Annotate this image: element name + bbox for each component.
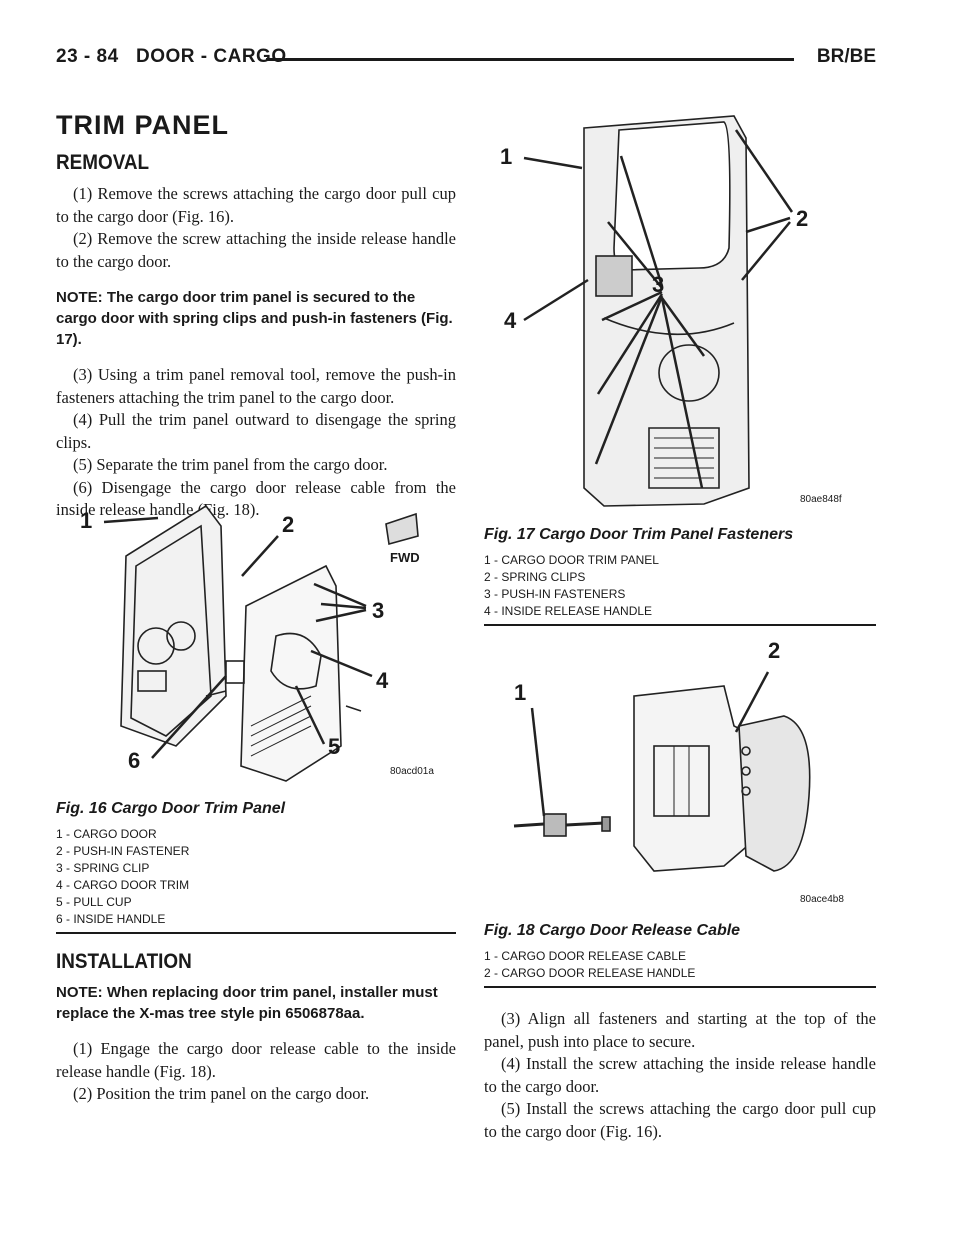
fig17-legend: 1 - CARGO DOOR TRIM PANEL 2 - SPRING CLI… [484,552,876,620]
legend-item: 1 - CARGO DOOR [56,827,157,841]
installation-continued: (3) Align all fasteners and starting at … [484,1008,876,1143]
legend-item: 2 - PUSH-IN FASTENER [56,844,190,858]
installation-note: NOTE: When replacing door trim panel, in… [56,984,438,1022]
fig16-callout-2: 2 [282,512,295,537]
fig18-caption: Fig. 18 Cargo Door Release Cable [484,922,741,939]
fig18-legend-block: Fig. 18 Cargo Door Release Cable 1 - CAR… [484,916,876,988]
installation-heading: INSTALLATION [56,950,192,973]
removal-step: (3) Using a trim panel removal tool, rem… [56,365,456,407]
installation-section: INSTALLATION NOTE: When replacing door t… [56,950,456,1106]
fig16-callout-4: 4 [376,668,389,693]
legend-item: 1 - CARGO DOOR TRIM PANEL [484,553,659,567]
fig17-legend-block: Fig. 17 Cargo Door Trim Panel Fasteners … [484,520,876,626]
fig17-callout-1: 1 [500,144,513,169]
removal-step: (2) Remove the screw attaching the insid… [56,229,456,271]
fig17-callout-2: 2 [796,206,809,231]
fwd-label: FWD [390,550,420,565]
installation-step: (2) Position the trim panel on the cargo… [73,1084,370,1103]
legend-item: 3 - PUSH-IN FASTENERS [484,587,626,601]
fig18-callout-2: 2 [768,638,781,663]
fig16-callout-1: 1 [80,508,93,533]
fig18-illustration: 1 2 80ace4b8 [484,636,876,908]
fig16-rule [56,932,456,934]
installation-step: (1) Engage the cargo door release cable … [56,1039,456,1081]
fig17-caption: Fig. 17 Cargo Door Trim Panel Fasteners [484,526,794,543]
fig16-legend: 1 - CARGO DOOR 2 - PUSH-IN FASTENER 3 - … [56,826,456,928]
fig16-callout-6: 6 [128,748,141,773]
page-title: TRIM PANEL [56,110,229,140]
fig18-legend: 1 - CARGO DOOR RELEASE CABLE 2 - CARGO D… [484,948,876,982]
fig17-callout-4: 4 [504,308,517,333]
removal-step: (1) Remove the screws attaching the carg… [56,184,456,226]
installation-step: (5) Install the screws attaching the car… [484,1099,876,1141]
page-number-section: 23 - 84 DOOR - CARGO [56,46,287,68]
legend-item: 4 - INSIDE RELEASE HANDLE [484,604,653,618]
fig16-caption: Fig. 16 Cargo Door Trim Panel [56,800,286,817]
cargo-door-trim-drawing [103,504,419,782]
removal-section: TRIM PANEL REMOVAL (1) Remove the screws… [56,110,456,522]
fig18-code: 80ace4b8 [800,894,844,905]
release-cable-drawing [513,671,811,872]
fig17-rule [484,624,876,626]
removal-note: NOTE: The cargo door trim panel is secur… [56,289,453,348]
legend-item: 2 - CARGO DOOR RELEASE HANDLE [484,966,696,980]
fig18-rule [484,986,876,988]
legend-item: 3 - SPRING CLIP [56,861,150,875]
legend-item: 1 - CARGO DOOR RELEASE CABLE [484,949,687,963]
installation-step: (4) Install the screw attaching the insi… [484,1054,876,1096]
page-number: 23 - 84 [56,46,119,67]
fig16-callout-5: 5 [328,734,341,759]
fig16-legend-block: Fig. 16 Cargo Door Trim Panel 1 - CARGO … [56,794,456,934]
legend-item: 2 - SPRING CLIPS [484,570,586,584]
removal-step: (4) Pull the trim panel outward to disen… [56,410,456,452]
page-header: 23 - 84 DOOR - CARGO BR/BE [56,46,876,72]
installation-step: (3) Align all fasteners and starting at … [484,1009,876,1051]
fig16-illustration: 1 2 3 4 5 6 FWD 80acd01a [56,496,456,786]
fig16-code: 80acd01a [390,766,434,777]
trim-panel-fasteners-drawing [523,115,794,507]
fig18-callout-1: 1 [514,680,527,705]
removal-step: (5) Separate the trim panel from the car… [73,455,388,474]
header-rule [266,58,794,61]
legend-item: 5 - PULL CUP [56,895,132,909]
fig17-code: 80ae848f [800,494,842,505]
fig17-callout-3: 3 [652,272,665,297]
model-code: BR/BE [816,46,876,67]
fig17-illustration: 1 2 3 4 80ae848f [484,108,876,512]
fig16-callout-3: 3 [372,598,385,623]
legend-item: 6 - INSIDE HANDLE [56,912,166,926]
legend-item: 4 - CARGO DOOR TRIM [56,878,190,892]
removal-heading: REMOVAL [56,151,150,174]
section-name: DOOR - CARGO [136,46,287,67]
